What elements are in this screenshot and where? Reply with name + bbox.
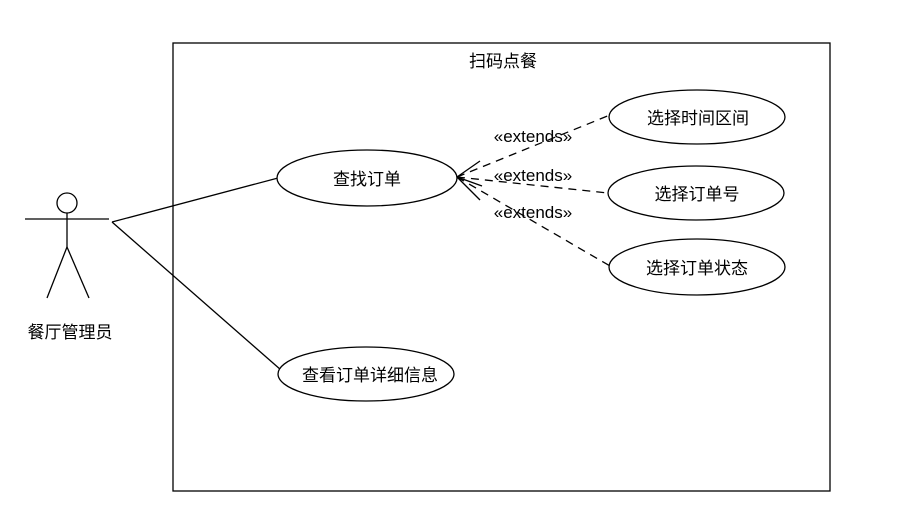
- system-title: 扫码点餐: [469, 52, 537, 72]
- actor-head: [56, 192, 78, 214]
- use-case-view-order-details[interactable]: 查看订单详细信息: [277, 346, 455, 402]
- extend-arrowhead: [456, 160, 483, 201]
- system-boundary: [172, 42, 831, 492]
- association-view-details: [111, 221, 282, 371]
- use-case-select-order-status[interactable]: 选择订单状态: [608, 238, 786, 296]
- use-case-view-order-details-label: 查看订单详细信息: [302, 366, 438, 386]
- association-find-order: [111, 177, 279, 223]
- use-case-find-order[interactable]: 查找订单: [276, 149, 458, 207]
- actor-figure: [25, 192, 109, 299]
- actor-right-leg: [66, 246, 90, 299]
- use-case-select-order-number-label: 选择订单号: [655, 185, 740, 205]
- use-case-select-time-range-label: 选择时间区间: [647, 109, 749, 129]
- extends-label-3: «extends»: [494, 203, 572, 222]
- use-case-find-order-label: 查找订单: [333, 170, 401, 190]
- use-case-select-order-number[interactable]: 选择订单号: [607, 165, 785, 221]
- use-case-select-time-range[interactable]: 选择时间区间: [608, 89, 786, 145]
- extends-label-2: «extends»: [494, 166, 572, 185]
- extend-line-order-number: [456, 176, 609, 194]
- extend-line-order-status: [456, 176, 611, 267]
- actor-name: 餐厅管理员: [28, 323, 113, 343]
- use-case-select-order-status-label: 选择订单状态: [646, 259, 748, 279]
- actor-left-leg: [46, 246, 68, 299]
- extends-label-1: «extends»: [494, 127, 572, 146]
